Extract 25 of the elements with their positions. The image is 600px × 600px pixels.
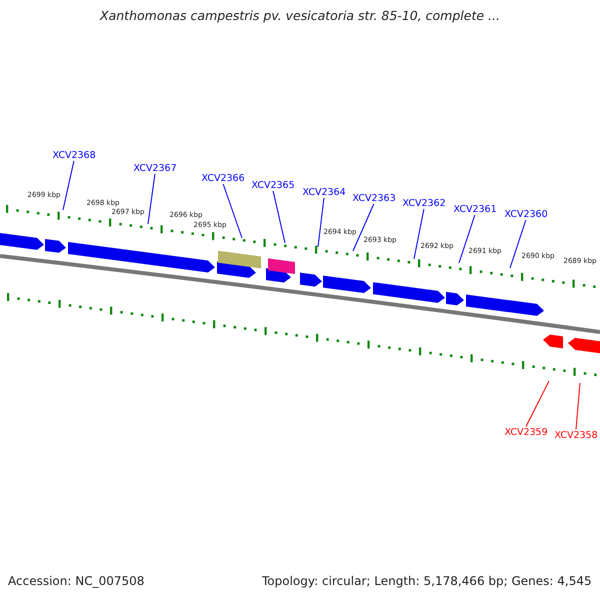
- leader-line: [318, 197, 324, 248]
- gene-label: XCV2360: [504, 208, 548, 220]
- title: Xanthomonas campestris pv. vesicatoria str. 85-10, complete ...: [98, 8, 501, 23]
- leader-line: [526, 380, 550, 427]
- gene-label: XCV2358: [554, 430, 598, 440]
- leader-line: [510, 219, 526, 268]
- leader-line: [62, 160, 74, 210]
- leader-line: [148, 173, 156, 224]
- leader-line: [352, 203, 374, 252]
- accession-text: Accession: NC_007508: [8, 574, 144, 588]
- gene-label: XCV2368: [52, 150, 96, 160]
- gene-label: XCV2361: [454, 204, 497, 214]
- gene-label: XCV2359: [504, 426, 548, 438]
- gene-label: XCV2366: [202, 172, 245, 184]
- leader-line: [458, 214, 476, 264]
- leader-line: [414, 208, 424, 260]
- gene-label: XCV2363: [352, 192, 396, 204]
- leader-line: [576, 382, 580, 430]
- gene-label: XCV2365: [252, 180, 295, 190]
- leader-line: [272, 190, 286, 244]
- gene-label: XCV2367: [134, 162, 177, 174]
- leader-line: [222, 183, 242, 238]
- gene-label: XCV2364: [302, 186, 346, 198]
- gene-label: XCV2362: [402, 198, 446, 208]
- genome-summary-text: Topology: circular; Length: 5,178,466 bp; Genes: 4,545: [262, 574, 592, 588]
